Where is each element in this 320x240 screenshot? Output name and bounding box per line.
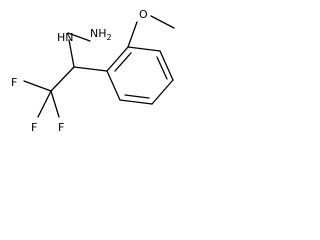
- fluorine-label-2: F: [31, 121, 37, 134]
- hydrazine-nh2-label: NH2: [90, 27, 112, 42]
- ring-bond-1: [106, 46, 129, 72]
- bond-o-ch3: [150, 15, 175, 29]
- hydrazine-nh-label: HN: [57, 31, 74, 44]
- bond-ch-cf3: [50, 66, 75, 92]
- bond-ch-nh: [68, 39, 75, 68]
- bond-c-f3: [50, 90, 60, 118]
- methoxy-oxygen-label: O: [139, 8, 148, 21]
- ring-bond-3: [159, 50, 174, 81]
- chemical-structure: HN NH2 O F F F: [11, 8, 175, 134]
- fluorine-label-1: F: [11, 76, 17, 89]
- bond-c-f1: [23, 80, 52, 92]
- ring-bond-2: [127, 46, 161, 52]
- bond-c-f2: [37, 90, 52, 118]
- ring-bond-6: [106, 70, 121, 101]
- ring-double-bond-1: [114, 52, 132, 72]
- fluorine-label-3: F: [58, 121, 64, 134]
- ring-double-bond-3: [124, 94, 150, 99]
- bond-ch-ring: [73, 66, 108, 72]
- ring-double-bond-2: [156, 56, 168, 80]
- bond-ring-o: [127, 21, 138, 48]
- ring-bond-4: [151, 79, 174, 105]
- ring-bond-5: [119, 99, 153, 105]
- bond-n-n: [67, 32, 91, 42]
